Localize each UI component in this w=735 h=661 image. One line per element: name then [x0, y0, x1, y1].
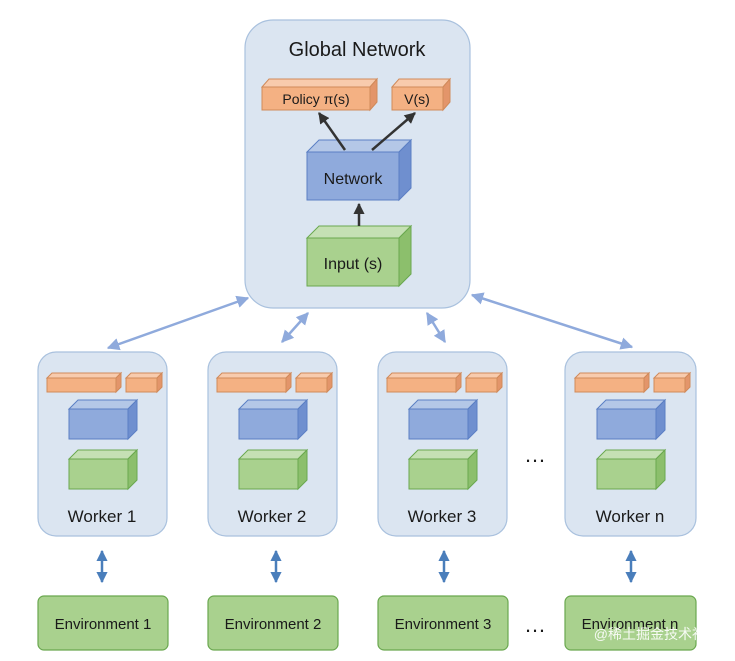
environment-n-label: Environment n [582, 616, 679, 633]
worker-3-input-block [407, 448, 479, 491]
policy-label: Policy π(s) [282, 91, 349, 107]
workers-ellipsis: … [524, 442, 548, 467]
worker-1-input-block [67, 448, 139, 491]
link-global-worker-3 [425, 311, 447, 344]
worker-n-panel: Worker n [564, 351, 697, 537]
environments-ellipsis: … [524, 612, 548, 637]
worker-1-panel: Worker 1 [37, 351, 168, 537]
environment-1-box: Environment 1 [37, 595, 169, 651]
value-label: V(s) [404, 91, 430, 107]
environment-3-label: Environment 3 [395, 616, 492, 633]
worker-3-panel: Worker 3 [377, 351, 508, 537]
network-block: Network [305, 138, 413, 202]
worker-n-input-block [595, 448, 667, 491]
environment-2-label: Environment 2 [225, 616, 322, 633]
link-global-worker-n [470, 292, 634, 350]
worker-3-policy-block [385, 371, 463, 394]
worker-2-network-block [237, 398, 309, 441]
environment-n-box: Environment n [564, 595, 697, 651]
watermark: @稀土掘金技术社区 [594, 626, 720, 642]
worker-2-input-block [237, 448, 309, 491]
link-global-worker-1 [106, 295, 250, 351]
input-block: Input (s) [305, 224, 413, 288]
worker-2-panel: Worker 2 [207, 351, 338, 537]
worker-n-value-block [652, 371, 692, 394]
environment-1-label: Environment 1 [55, 616, 152, 633]
value-block: V(s) [390, 77, 452, 112]
global-network-panel: Global Network Policy π(s) V(s) Network [244, 19, 471, 309]
worker-3-label: Worker 3 [408, 507, 477, 526]
network-label: Network [324, 171, 384, 188]
worker-2-value-block [294, 371, 334, 394]
environment-2-box: Environment 2 [207, 595, 339, 651]
worker-3-network-block [407, 398, 479, 441]
worker-n-label: Worker n [596, 507, 665, 526]
worker-n-network-block [595, 398, 667, 441]
worker-1-label: Worker 1 [68, 507, 137, 526]
link-global-worker-2 [281, 312, 309, 343]
input-label: Input (s) [324, 256, 383, 273]
worker-1-network-block [67, 398, 139, 441]
worker-2-policy-block [215, 371, 293, 394]
environment-3-box: Environment 3 [377, 595, 509, 651]
worker-3-value-block [464, 371, 504, 394]
worker-2-label: Worker 2 [238, 507, 307, 526]
network-to-value-arrow [371, 112, 416, 151]
policy-block: Policy π(s) [260, 77, 379, 112]
worker-1-policy-block [45, 371, 123, 394]
global-network-title: Global Network [289, 39, 427, 61]
worker-1-value-block [124, 371, 164, 394]
worker-n-policy-block [573, 371, 651, 394]
network-to-policy-arrow [317, 112, 347, 151]
